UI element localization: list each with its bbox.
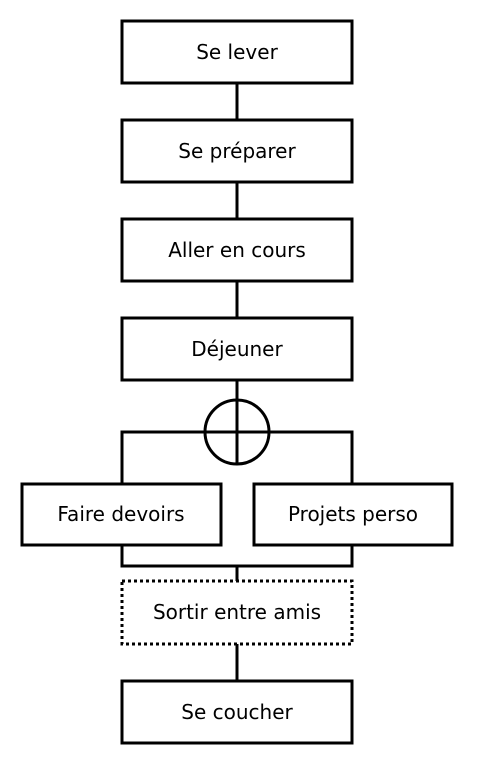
step-projets-perso-label: Projets perso	[288, 502, 418, 526]
step-sortir-entre-amis-label: Sortir entre amis	[153, 600, 321, 624]
step-faire-devoirs: Faire devoirs	[20, 482, 223, 547]
step-aller-en-cours-label: Aller en cours	[168, 238, 306, 262]
step-dejeuner: Déjeuner	[120, 316, 354, 382]
step-se-coucher: Se coucher	[120, 679, 354, 745]
step-projets-perso: Projets perso	[252, 482, 454, 547]
step-dejeuner-label: Déjeuner	[191, 337, 283, 361]
step-se-preparer: Se préparer	[120, 118, 354, 184]
step-se-preparer-label: Se préparer	[178, 139, 296, 163]
step-sortir-entre-amis: Sortir entre amis	[120, 579, 354, 646]
circle-plus-icon	[203, 398, 271, 466]
step-se-lever-label: Se lever	[196, 40, 278, 64]
step-se-coucher-label: Se coucher	[181, 700, 293, 724]
step-se-lever: Se lever	[120, 19, 354, 85]
step-aller-en-cours: Aller en cours	[120, 217, 354, 283]
step-faire-devoirs-label: Faire devoirs	[57, 502, 184, 526]
merge-bracket-bottom	[120, 545, 354, 568]
